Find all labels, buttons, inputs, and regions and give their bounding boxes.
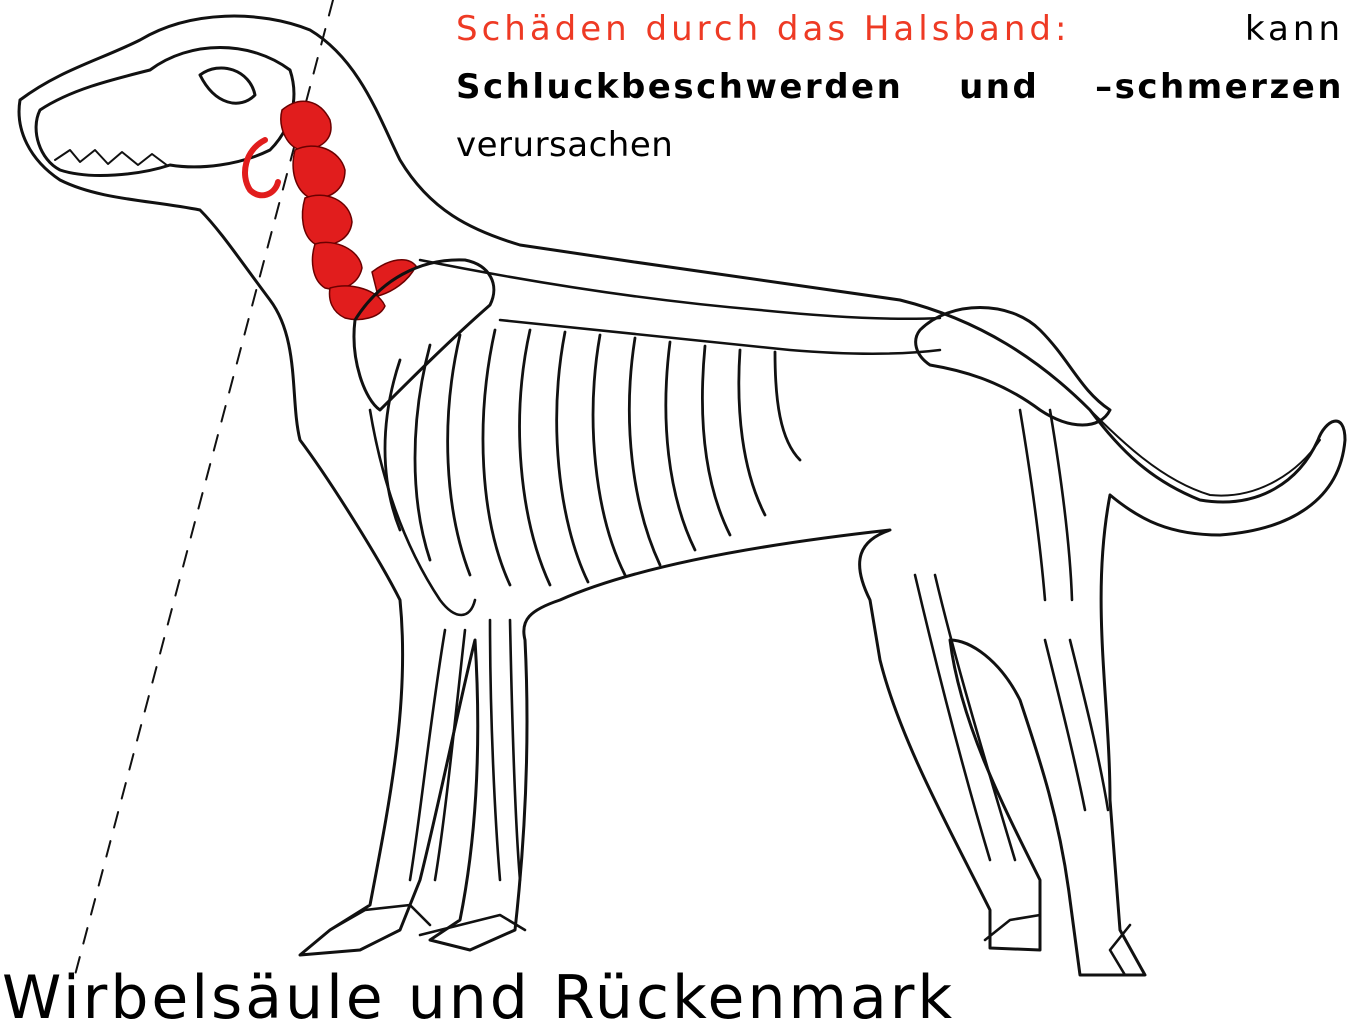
femur bbox=[1020, 410, 1072, 600]
rib bbox=[448, 335, 470, 575]
rib bbox=[629, 338, 660, 565]
rib bbox=[557, 332, 588, 582]
collar-dashed-line bbox=[70, 0, 333, 994]
caption-lead-black: kann bbox=[1245, 0, 1344, 58]
ribcage bbox=[385, 330, 800, 585]
bottom-title: Wirbelsäule und Rückenmark bbox=[2, 968, 955, 1028]
rib bbox=[739, 350, 765, 515]
caption-bold-word: Schluckbeschwerden bbox=[456, 58, 903, 116]
radius-ulna bbox=[410, 630, 465, 880]
pelvis bbox=[916, 308, 1110, 426]
highlighted-vertebra bbox=[312, 242, 362, 289]
cervical-spine-highlight bbox=[245, 101, 416, 319]
rib bbox=[520, 330, 550, 585]
rib bbox=[775, 352, 800, 460]
caption-bold-word: –schmerzen bbox=[1095, 58, 1344, 116]
caption-line-3: verursachen bbox=[456, 116, 1344, 174]
radius-ulna-back bbox=[490, 620, 520, 880]
caption: Schäden durch das Halsband: kann Schluck… bbox=[456, 0, 1344, 174]
spine-lower-line bbox=[500, 320, 940, 354]
highlighted-vertebra bbox=[293, 146, 345, 198]
tibia bbox=[1045, 640, 1108, 810]
caption-line-2: Schluckbeschwerden und –schmerzen bbox=[456, 58, 1344, 116]
rib bbox=[593, 335, 625, 575]
spine-vertebrae bbox=[420, 260, 940, 354]
rib bbox=[415, 345, 430, 560]
hind-leg-bones bbox=[915, 410, 1130, 975]
caption-lead-red: Schäden durch das Halsband: bbox=[456, 0, 1070, 58]
front-leg-bones bbox=[330, 410, 525, 935]
hind-leg-back bbox=[915, 575, 1015, 860]
rib bbox=[702, 346, 730, 535]
highlighted-vertebra bbox=[302, 195, 352, 245]
rib bbox=[483, 330, 510, 585]
caption-line-1: Schäden durch das Halsband: kann bbox=[456, 0, 1344, 58]
highlighted-vertebra bbox=[281, 101, 331, 150]
hind-paw bbox=[985, 915, 1130, 975]
rib bbox=[666, 342, 695, 550]
front-paw bbox=[330, 905, 525, 935]
jaw-teeth bbox=[55, 150, 168, 166]
caption-bold-word: und bbox=[959, 58, 1039, 116]
eye-orbit bbox=[200, 68, 255, 103]
